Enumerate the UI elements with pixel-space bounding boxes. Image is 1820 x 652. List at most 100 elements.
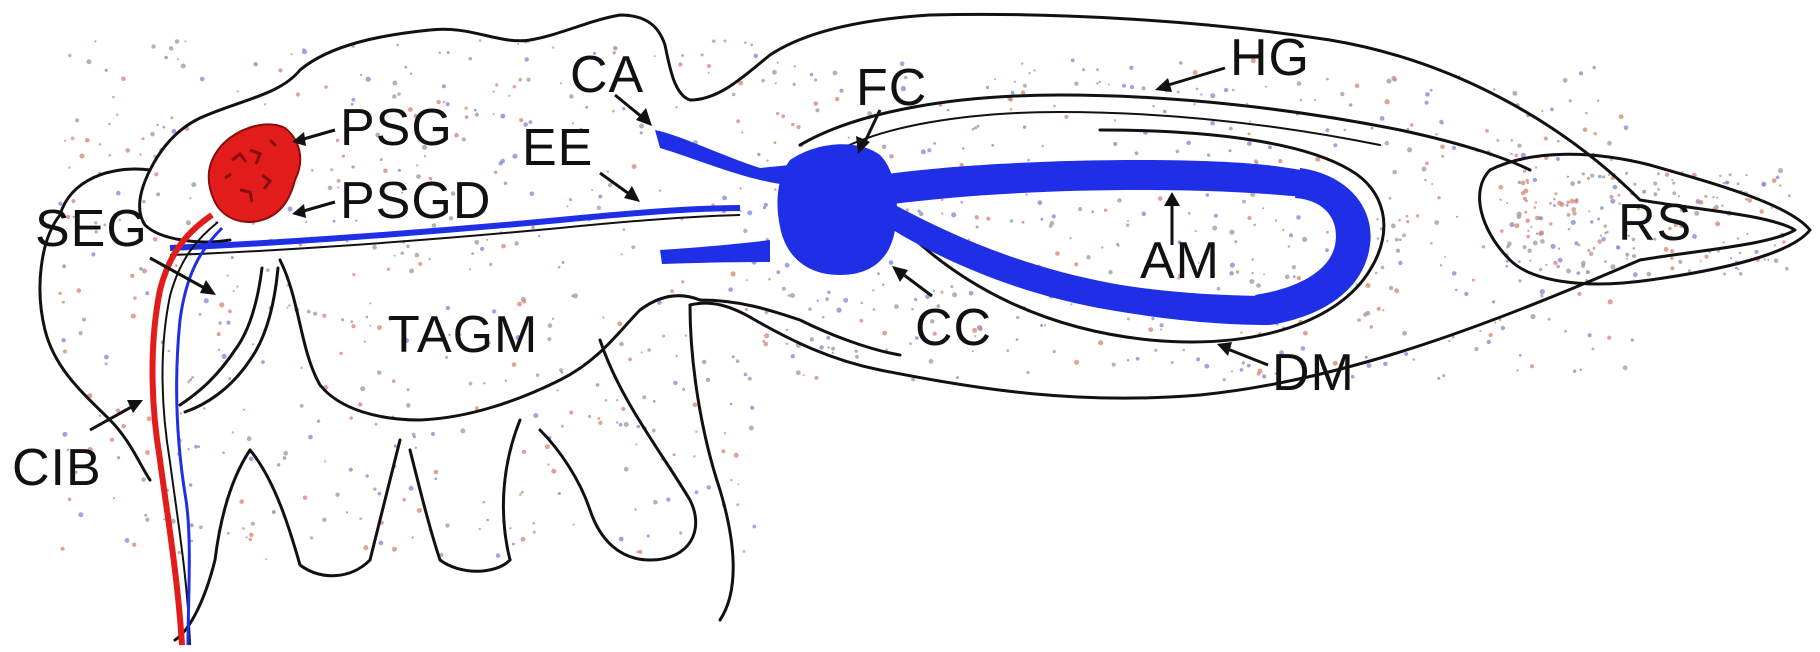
lower-arm [660, 240, 770, 264]
stipple-dot [1557, 140, 1560, 143]
stipple-dot [431, 432, 435, 436]
stipple-dot [754, 54, 759, 59]
stipple-dot [1589, 252, 1593, 256]
stipple-dot [741, 131, 743, 133]
stipple-dot [1575, 198, 1578, 201]
stipple-dot [1382, 309, 1384, 311]
stipple-dot [1517, 144, 1521, 148]
stipple-dot [132, 543, 136, 547]
stipple-dot [839, 89, 843, 93]
stipple-dot [1704, 255, 1708, 259]
stipple-dot [479, 528, 481, 530]
stipple-dot [605, 399, 608, 402]
stipple-dot [743, 550, 746, 553]
stipple-dot [670, 289, 674, 293]
label-cc: CC [915, 299, 992, 357]
stipple-dot [1760, 209, 1764, 213]
stipple-dot [375, 423, 378, 426]
duct-loop-upper [880, 160, 1330, 205]
stipple-dot [552, 318, 554, 320]
stipple-dot [79, 331, 83, 335]
stipple-dot [1590, 174, 1594, 178]
stipple-dot [222, 452, 225, 455]
stipple-dot [1455, 289, 1458, 292]
stipple-dot [228, 310, 232, 314]
stipple-dot [1571, 220, 1576, 225]
stipple-dot [1553, 204, 1556, 207]
stipple-dot [413, 435, 416, 438]
stipple-dot [1493, 88, 1496, 91]
stipple-dot [1112, 363, 1116, 367]
stipple-dot [87, 59, 92, 64]
stipple-dot [1588, 333, 1592, 337]
stipple-dot [1518, 181, 1521, 184]
stipple-dot [1040, 324, 1043, 327]
stipple-dot [1585, 112, 1588, 115]
stipple-dot [1160, 328, 1162, 330]
stipple-dot [685, 335, 687, 337]
stipple-dot [1448, 340, 1450, 342]
stipple-dot [154, 172, 158, 176]
stipple-dot [1152, 105, 1155, 108]
stipple-dot [227, 275, 229, 277]
stipple-dot [404, 66, 407, 69]
stipple-dot [1383, 362, 1388, 367]
stipple-dot [619, 423, 623, 427]
stipple-dot [882, 145, 887, 150]
stipple-dot [1444, 256, 1446, 258]
stipple-dot [1535, 166, 1537, 168]
stipple-dot [1025, 193, 1027, 195]
stipple-dot [242, 527, 245, 530]
stipple-dot [969, 291, 974, 296]
stipple-dot [1251, 272, 1253, 274]
stipple-dot [743, 229, 747, 233]
stipple-dot [392, 379, 396, 383]
stipple-dot [1594, 132, 1597, 135]
stipple-dot [1253, 224, 1256, 227]
stipple-dot [1567, 213, 1571, 217]
stipple-dot [1566, 269, 1571, 274]
stipple-dot [1779, 184, 1781, 186]
stipple-dot [781, 114, 785, 118]
stipple-dot [1598, 175, 1602, 179]
stipple-dot [962, 147, 965, 150]
stipple-dot [1771, 207, 1773, 209]
stipple-dot [1572, 211, 1576, 215]
stipple-dot [517, 43, 519, 45]
stipple-dot [1375, 272, 1378, 275]
red-nerve [153, 215, 213, 645]
stipple-dot [1082, 68, 1085, 71]
stipple-dot [761, 79, 765, 83]
stipple-dot [1113, 142, 1117, 146]
stipple-dot [1326, 231, 1329, 234]
stipple-dot [1074, 360, 1079, 365]
stipple-dot [653, 400, 656, 403]
stipple-dot [681, 54, 684, 57]
stipple-dot [1540, 294, 1543, 297]
stipple-dot [1247, 216, 1251, 220]
stipple-dot [1142, 86, 1146, 90]
stipple-dot [623, 228, 626, 231]
stipple-dot [1229, 271, 1234, 276]
stipple-dot [558, 492, 561, 495]
stipple-dot [1782, 240, 1785, 243]
stipple-dot [113, 497, 115, 499]
stipple-dot [1074, 262, 1078, 266]
stipple-dot [392, 81, 397, 86]
stipple-dot [933, 142, 936, 145]
stipple-dot [163, 126, 166, 129]
stipple-dot [547, 337, 551, 341]
stipple-dot [708, 72, 710, 74]
stipple-dot [1739, 272, 1743, 276]
stipple-dot [721, 449, 725, 453]
stipple-dot [328, 186, 333, 191]
stipple-dot [61, 547, 65, 551]
stipple-dot [363, 545, 368, 550]
stipple-dot [911, 378, 915, 382]
stipple-dot [352, 273, 355, 276]
stipple-dot [616, 399, 618, 401]
stipple-dot [1712, 196, 1714, 198]
stipple-dot [598, 421, 602, 425]
stipple-dot [1183, 349, 1186, 352]
stipple-dot [1578, 244, 1581, 247]
